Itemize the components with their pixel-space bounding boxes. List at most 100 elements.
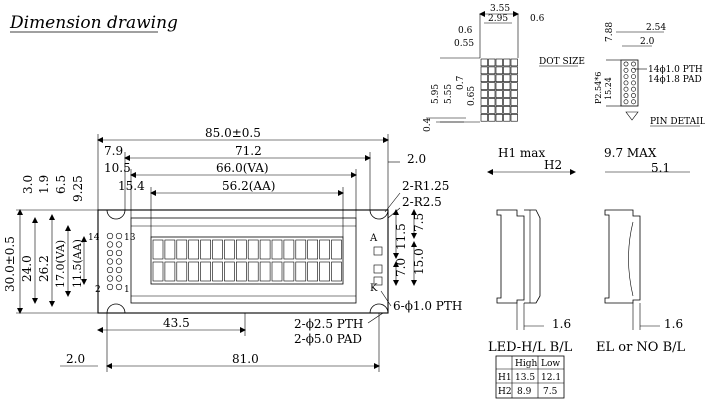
char-cell	[247, 261, 259, 282]
char-cell	[271, 261, 283, 282]
note-2-pth: 2-ϕ2.5 PTH	[294, 317, 363, 331]
note-14-pad: 14ϕ1.8 PAD	[648, 75, 702, 85]
dim-5-95: 5.95	[431, 84, 441, 104]
pin-detail-hole	[623, 99, 629, 105]
dim-11-5-aa: 11.5(AA)	[71, 239, 84, 288]
pin-label-2: 2	[95, 285, 101, 295]
connector-pin	[106, 283, 114, 291]
char-cell	[224, 261, 235, 282]
dim-66-va: 66.0(VA)	[216, 161, 269, 175]
pin-detail-label: PIN DETAIL	[650, 117, 705, 127]
dim-5-1: 5.1	[651, 161, 670, 175]
note-6-pth: 6-ϕ1.0 PTH	[393, 299, 462, 313]
note-14-pth: 14ϕ1.0 PTH	[648, 65, 703, 75]
dim-2-0-bottom: 2.0	[66, 352, 85, 366]
led-side-profile	[496, 209, 525, 304]
dot-pixel	[510, 90, 518, 98]
dim-7-88: 7.88	[605, 22, 615, 42]
dim-6-5: 6.5	[54, 175, 68, 194]
dot-pixel	[480, 66, 488, 75]
dot-pixel	[510, 114, 518, 122]
char-cell	[295, 261, 307, 282]
pin-label-1: 1	[124, 285, 130, 295]
dot-grid	[480, 58, 518, 122]
dim-15-4: 15.4	[118, 179, 145, 193]
dim-1-9: 1.9	[37, 175, 51, 194]
drawing-title: Dimension drawing	[9, 13, 178, 33]
leader-radius-1	[384, 192, 401, 213]
table-cell-h1-high: 13.5	[515, 373, 535, 383]
dim-el-1-6: 1.6	[664, 317, 683, 331]
connector-pin	[115, 232, 123, 240]
dim-15-24: 15.24	[604, 77, 613, 100]
pin-grid	[106, 232, 123, 291]
char-cell	[307, 239, 319, 260]
table-cell-h2-high: 8.9	[517, 387, 532, 397]
dot-pixel	[503, 74, 511, 83]
dot-pixel	[495, 74, 503, 83]
dot-pixel	[503, 58, 511, 67]
dot-size-label: DOT SIZE	[539, 57, 585, 67]
dot-pixel	[488, 114, 496, 122]
dim-h1: H1 max	[498, 146, 545, 160]
dot-pixel	[510, 58, 518, 67]
led-backlight-profile	[524, 209, 541, 304]
dot-pixel	[503, 90, 511, 98]
caption-led: LED-H/L B/L	[488, 340, 573, 355]
front-view: 14 13 2 1 A K	[88, 209, 389, 314]
pin-detail-hole	[631, 74, 636, 79]
dim-11-5-right: 11.5	[394, 223, 408, 250]
dot-size-detail: 3.55 2.95 0.6 0.6 0.55 5.95 5.55 0.7 0.6…	[423, 4, 585, 132]
connector-pin	[115, 249, 123, 257]
pin-detail-hole	[631, 61, 636, 67]
pin-detail-hole	[623, 61, 629, 67]
dot-pixel	[488, 106, 496, 114]
backlight-pin-a-lower	[373, 264, 383, 274]
dot-pixel	[495, 90, 503, 98]
connector-pin	[115, 266, 123, 274]
table-header-high: High	[515, 359, 537, 369]
character-cells	[152, 239, 342, 282]
connector-pin	[106, 258, 114, 265]
dot-pixel	[503, 98, 511, 106]
dim-2-54: 2.54	[646, 23, 666, 33]
char-cell	[319, 261, 330, 282]
dim-7-5: 7.5	[412, 213, 426, 232]
pin-detail-arrow	[625, 111, 639, 121]
table-header-low: Low	[541, 359, 560, 369]
dim-17-va: 17.0(VA)	[54, 240, 67, 288]
dot-pixel	[488, 90, 496, 98]
side-view-el: 9.7 MAX 5.1 1.6 EL or NO B/L	[596, 146, 690, 355]
active-area	[150, 236, 344, 285]
char-cell	[188, 261, 199, 282]
dim-7-0: 7.0	[394, 258, 408, 277]
dot-pixel	[495, 58, 503, 67]
char-cell	[164, 239, 176, 260]
connector-pin	[106, 241, 114, 248]
dim-9-25: 9.25	[71, 175, 85, 202]
dot-pixel	[480, 90, 488, 98]
pin-detail-hole	[631, 86, 636, 92]
pin-label-a: A	[369, 233, 378, 244]
pin-label-13: 13	[124, 233, 136, 243]
dot-pixel	[480, 82, 488, 90]
connector-pin	[106, 275, 114, 282]
backlight-pin-k	[373, 276, 383, 286]
char-cell	[200, 239, 211, 260]
leader-radius-2	[387, 207, 401, 219]
dot-pixel	[510, 74, 518, 83]
char-cell	[176, 261, 188, 282]
pin-detail-body	[620, 59, 639, 107]
char-cell	[331, 239, 342, 260]
pin-detail-hole	[631, 99, 636, 105]
dot-pixel	[510, 106, 518, 114]
dot-pixel	[495, 82, 503, 90]
dot-pixel	[488, 74, 496, 83]
table-cell-h1-low: 12.1	[541, 373, 561, 383]
char-cell	[295, 239, 307, 260]
el-curve	[628, 221, 634, 297]
dim-h2: H2	[544, 158, 562, 172]
dim-3-55: 3.55	[490, 4, 510, 14]
leader-6-pth	[380, 290, 392, 307]
mount-hole-top-left	[106, 209, 126, 220]
